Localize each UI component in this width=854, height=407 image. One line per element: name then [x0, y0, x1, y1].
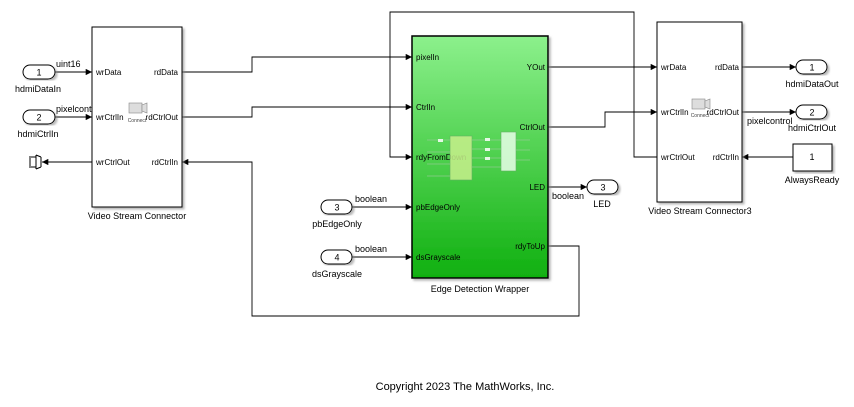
- port-wrctrlin: wrCtrlIn: [660, 108, 689, 117]
- signal-label-boolean-led: boolean: [552, 191, 584, 201]
- video-stream-connector-block[interactable]: wrData wrCtrlIn wrCtrlOut rdData rdCtrlO…: [88, 26, 186, 221]
- port-yout: YOut: [527, 63, 546, 72]
- svg-text:Connect: Connect: [128, 118, 147, 124]
- constant-alwaysready-block[interactable]: 1 AlwaysReady: [785, 143, 840, 185]
- terminator-block[interactable]: [29, 154, 42, 170]
- inport-pbedgeonly[interactable]: 3 pbEdgeOnly: [312, 199, 362, 229]
- outport-name: hdmiCtrlOut: [788, 123, 837, 133]
- block-name: Video Stream Connector3: [648, 206, 751, 216]
- outport-name: hdmiDataOut: [785, 79, 839, 89]
- svg-text:Connect: Connect: [691, 113, 710, 119]
- block-name: Video Stream Connector: [88, 211, 186, 221]
- wire-rdctrlout-ctrlin: [182, 103, 412, 118]
- outport-led[interactable]: 3 LED: [586, 179, 619, 209]
- port-rdctrlin: rdCtrlIn: [713, 153, 739, 162]
- inport-hdmictrlin[interactable]: 2 hdmiCtrlIn: [17, 109, 59, 139]
- inport-number: 4: [334, 253, 339, 263]
- outport-number: 2: [809, 108, 814, 118]
- subsystem-preview-icon: [427, 131, 530, 181]
- block-name: Edge Detection Wrapper: [431, 284, 529, 294]
- wire-rddata-pixelin: [182, 53, 412, 73]
- inport-hdmidatain[interactable]: 1 hdmiDataIn: [15, 64, 61, 94]
- constant-name: AlwaysReady: [785, 175, 840, 185]
- port-ctrlin: CtrlIn: [416, 103, 435, 112]
- outport-number: 1: [809, 63, 814, 73]
- port-rdctrlin: rdCtrlIn: [152, 158, 178, 167]
- inport-number: 3: [334, 203, 339, 213]
- port-rdytoup: rdyToUp: [515, 242, 545, 251]
- wires: [42, 11, 796, 317]
- inport-dsgrayscale[interactable]: 4 dsGrayscale: [312, 249, 362, 279]
- signal-label-pixelcontrol-out: pixelcontrol: [747, 116, 793, 126]
- port-dsgrayscale: dsGrayscale: [416, 253, 461, 262]
- outport-hdmidataout[interactable]: 1 hdmiDataOut: [785, 59, 839, 89]
- port-rddata: rdData: [154, 68, 179, 77]
- inport-number: 2: [36, 113, 41, 123]
- signal-labels: uint16 pixelcontrol boolean boolean bool…: [56, 59, 793, 254]
- inport-name: pbEdgeOnly: [312, 219, 362, 229]
- signal-label-boolean-4: boolean: [355, 244, 387, 254]
- inport-name: hdmiCtrlIn: [17, 129, 58, 139]
- port-pbedgeonly: pbEdgeOnly: [416, 203, 460, 212]
- port-wrdata: wrData: [660, 63, 687, 72]
- port-led: LED: [529, 183, 545, 192]
- port-wrdata: wrData: [95, 68, 122, 77]
- constant-value: 1: [809, 152, 814, 162]
- inport-number: 1: [36, 68, 41, 78]
- inport-name: hdmiDataIn: [15, 84, 61, 94]
- edge-detection-wrapper-block[interactable]: pixelIn CtrlIn rdyFromDown pbEdgeOnly ds…: [411, 35, 549, 294]
- port-wrctrlout: wrCtrlOut: [95, 158, 131, 167]
- copyright-footer: Copyright 2023 The MathWorks, Inc.: [375, 381, 555, 393]
- wire-ctrlout-wrctrlin: [548, 108, 657, 128]
- port-ctrlout: CtrlOut: [520, 123, 546, 132]
- port-rdctrlout: rdCtrlOut: [707, 108, 740, 117]
- connector-icon: Connect: [691, 98, 711, 119]
- wire-rdytoup-rdctrlin: [182, 158, 580, 317]
- outport-number: 3: [600, 183, 605, 193]
- port-rddata: rdData: [715, 63, 740, 72]
- port-pixelin: pixelIn: [416, 53, 439, 62]
- signal-label-pixelcontrol-in: pixelcontrol: [56, 104, 102, 114]
- signal-label-uint16: uint16: [56, 59, 81, 69]
- outport-hdmictrlout[interactable]: 2 hdmiCtrlOut: [788, 104, 837, 133]
- signal-label-boolean-3: boolean: [355, 194, 387, 204]
- outport-name: LED: [593, 199, 611, 209]
- video-stream-connector3-block[interactable]: wrData wrCtrlIn wrCtrlOut rdData rdCtrlO…: [648, 21, 752, 216]
- inport-name: dsGrayscale: [312, 269, 362, 279]
- port-wrctrlout: wrCtrlOut: [660, 153, 696, 162]
- port-rdctrlout: rdCtrlOut: [146, 113, 179, 122]
- port-rdyfromdown: rdyFromDown: [416, 153, 466, 162]
- port-wrctrlin: wrCtrlIn: [95, 113, 124, 122]
- connector-icon: Connect: [128, 102, 148, 124]
- wire-wrctrlout-rdyfromdown: [389, 11, 657, 161]
